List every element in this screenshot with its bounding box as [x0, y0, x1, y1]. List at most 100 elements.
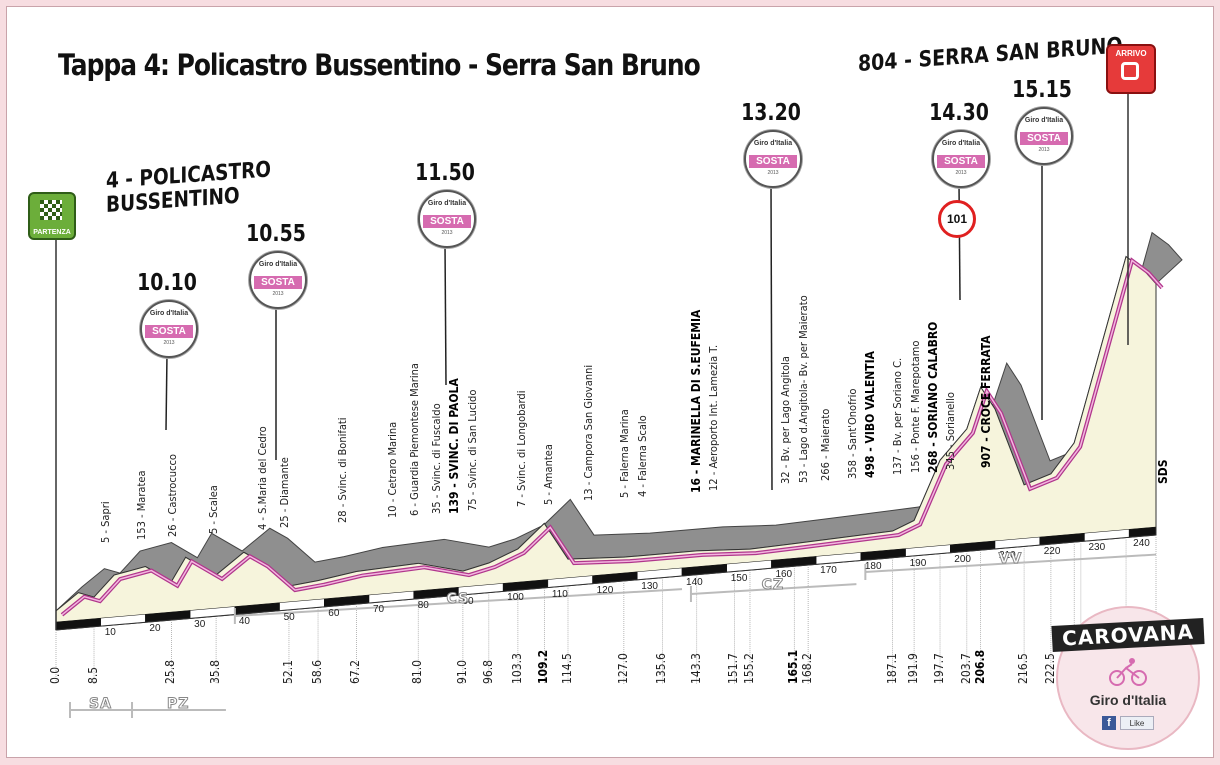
km-marker-label: 67.2 [348, 659, 363, 684]
waypoint-label: 32 - Bv. per Lago Angitola [779, 356, 793, 485]
distance-tick-label: 60 [328, 607, 340, 619]
km-marker-label: 135.6 [654, 653, 669, 684]
waypoint-label: 5 - Scalea [206, 484, 220, 534]
distance-tick-label: 220 [1043, 546, 1061, 558]
km-marker-label: 168.2 [800, 653, 815, 684]
waypoint-label: 5 - Sapri [99, 501, 113, 544]
region-bracket [865, 553, 1157, 573]
km-marker-label: 216.5 [1016, 653, 1031, 684]
rest-stop-brand: Giro d'Italia [753, 140, 793, 147]
distance-tick-label: 70 [373, 603, 385, 615]
rest-stop-pole [444, 243, 447, 386]
distance-tick-label: 200 [954, 553, 971, 565]
distance-tick-label: 10 [104, 627, 116, 639]
waypoint-label: 156 - Ponte F. Marepotamo [908, 340, 922, 474]
waypoint-label: 26 - Castrocucco [166, 454, 180, 538]
region-label: CS [446, 590, 470, 607]
waypoint-label: 139 - SVINC. DI PAOLA [447, 378, 462, 514]
km-marker-label: 206.8 [972, 649, 987, 684]
rest-stop-brand: Giro d'Italia [427, 200, 467, 207]
rest-stop-label: SOSTA [1020, 132, 1068, 145]
start-badge: PARTENZA [28, 192, 76, 240]
waypoint-label: 53 - Lago d.Angitola- Bv. per Maierato [796, 295, 810, 483]
distance-tick-label: 50 [283, 611, 295, 623]
facebook-icon[interactable]: f [1102, 716, 1116, 730]
distance-tick-label: 80 [417, 600, 429, 612]
waypoint-label: 4 - Falerna Scalo [635, 415, 649, 497]
waypoint-label: 345 - Sorianello [944, 392, 958, 471]
km-marker-label: 191.9 [906, 653, 921, 684]
carovana-logo: CAROVANA Giro d'Italia f Like [1051, 606, 1205, 750]
distance-tick-label: 120 [596, 584, 614, 596]
rest-stop-time: 10.55 [246, 221, 306, 247]
rest-stop-time: 13.20 [741, 100, 801, 126]
checkered-flag-icon [40, 200, 62, 220]
km-marker-label: 35.8 [208, 659, 223, 684]
rest-stop-brand: Giro d'Italia [258, 261, 298, 268]
region-label: CZ [761, 577, 785, 594]
rest-stop-label: SOSTA [145, 325, 193, 338]
region-bracket [234, 588, 683, 617]
waypoint-label: 358 - Sant'Onofrio [846, 388, 860, 479]
road-sign-icon: 101 [938, 200, 976, 238]
distance-tick-label: 110 [551, 588, 568, 600]
waypoint-label: 498 - VIBO VALENTIA [862, 351, 877, 479]
distance-tick-label: 210 [999, 549, 1016, 561]
waypoint-label: 266 - Maierato [819, 408, 833, 481]
distance-tick-label: 20 [149, 623, 161, 635]
rest-stop-year: 2013 [163, 340, 175, 346]
start-badge-label: PARTENZA [33, 229, 71, 236]
waypoint-label: 4 - S.Maria del Cedro [255, 425, 269, 530]
km-marker-label: 109.2 [536, 649, 551, 684]
waypoint-label: 25 - Diamante [278, 456, 292, 528]
rest-stop-brand: Giro d'Italia [941, 140, 981, 147]
km-marker-label: 81.0 [410, 659, 425, 684]
waypoint-label: 35 - Svinc. di Fuscaldo [430, 403, 444, 515]
km-marker-label: 58.6 [310, 659, 325, 684]
waypoint-label: 16 - MARINELLA DI S.EUFEMIA [688, 309, 703, 494]
waypoint-label: 13 - Campora San Giovanni [582, 365, 596, 502]
profile-baseline [55, 534, 1157, 631]
distance-tick-label: 90 [462, 596, 474, 608]
distance-tick-label: 230 [1088, 542, 1106, 554]
waypoint-label: 5 - Falerna Marina [618, 409, 632, 499]
km-marker-label: 0.0 [48, 666, 62, 684]
region-label: PZ [166, 696, 190, 713]
like-button[interactable]: Like [1120, 716, 1154, 730]
rest-stop-label: SOSTA [937, 155, 985, 168]
finish-badge: ARRIVO [1106, 44, 1156, 94]
km-marker-label: 151.7 [726, 653, 741, 684]
finish-icon [1121, 62, 1139, 80]
region-label: SA [89, 696, 112, 713]
km-marker-label: 91.0 [454, 659, 469, 684]
distance-tick-label: 190 [909, 557, 927, 569]
waypoint-label: 153 - Maratea [135, 470, 149, 540]
waypoint-label: 268 - SORIANO CALABRO [925, 321, 940, 473]
rest-stop-time: 15.15 [1012, 77, 1072, 103]
rest-stop-label: SOSTA [749, 155, 797, 168]
waypoint-label: 10 - Cetraro Marina [385, 422, 399, 519]
distance-tick-label: 130 [641, 580, 658, 592]
km-marker-label: 8.5 [86, 666, 100, 684]
km-marker-label: 52.1 [280, 659, 295, 684]
rest-stop-time: 11.50 [415, 160, 475, 186]
cyclist-icon [1109, 658, 1147, 686]
rest-stop-year: 2013 [955, 170, 967, 176]
waypoint-label: 75 - Svinc. di San Lucido [466, 389, 480, 512]
distance-tick-label: 40 [238, 615, 250, 627]
rest-stop-time: 14.30 [929, 100, 989, 126]
waypoint-label: 907 - CROCE FERRATA [979, 335, 994, 468]
rest-stop-pole [770, 183, 773, 491]
region-label: VV [998, 551, 1023, 568]
rest-stop-year: 2013 [441, 230, 453, 236]
distance-tick-label: 140 [686, 576, 703, 588]
distance-tick-label: 240 [1133, 538, 1150, 550]
km-marker-label: 203.7 [958, 653, 973, 684]
rest-stop-brand: Giro d'Italia [149, 310, 189, 317]
